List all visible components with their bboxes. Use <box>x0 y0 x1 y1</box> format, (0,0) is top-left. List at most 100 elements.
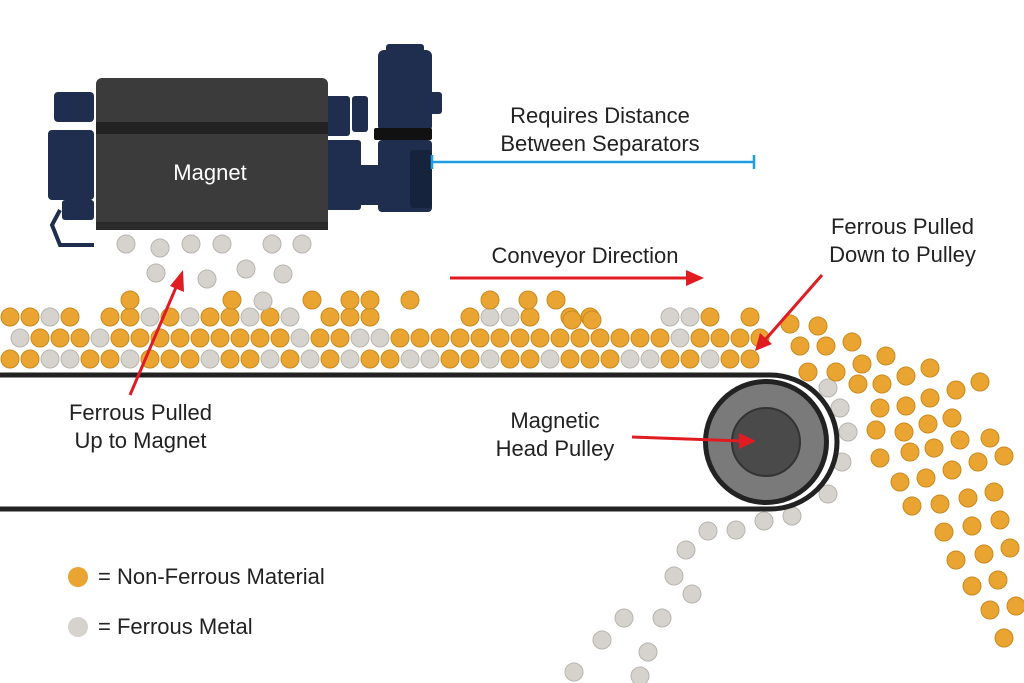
ferrous-particle <box>726 520 746 540</box>
non-ferrous-particle <box>980 428 1000 448</box>
non-ferrous-particle <box>490 328 510 348</box>
ferrous-particle <box>614 608 634 628</box>
legend-non-ferrous: = Non-Ferrous Material <box>68 562 325 592</box>
conveyor-belt <box>0 372 840 512</box>
non-ferrous-particle <box>360 290 380 310</box>
ferrous-particle <box>197 269 217 289</box>
non-ferrous-particle <box>924 438 944 458</box>
ferrous-particle <box>540 349 560 369</box>
non-ferrous-particle <box>70 328 90 348</box>
non-ferrous-particle <box>950 430 970 450</box>
non-ferrous-particle <box>480 290 500 310</box>
non-ferrous-particle <box>200 307 220 327</box>
non-ferrous-particle <box>896 366 916 386</box>
ferrous-particle <box>90 328 110 348</box>
non-ferrous-particle <box>710 328 730 348</box>
non-ferrous-particle <box>870 448 890 468</box>
non-ferrous-particle <box>460 349 480 369</box>
non-ferrous-particle <box>270 328 290 348</box>
non-ferrous-particle <box>360 307 380 327</box>
non-ferrous-particle <box>410 328 430 348</box>
non-ferrous-particle <box>120 307 140 327</box>
non-ferrous-particle <box>842 332 862 352</box>
ferrous-particle <box>640 349 660 369</box>
ferrous-particle <box>480 349 500 369</box>
non-ferrous-particle <box>826 362 846 382</box>
ferrous-particle <box>200 349 220 369</box>
non-ferrous-particle <box>470 328 490 348</box>
non-ferrous-particle <box>896 396 916 416</box>
distance-indicator <box>430 155 756 169</box>
non-ferrous-particle <box>0 349 20 369</box>
non-ferrous-particle <box>80 349 100 369</box>
distance-label: Requires Distance Between Separators <box>500 103 700 156</box>
non-ferrous-particle <box>280 349 300 369</box>
non-ferrous-particle <box>320 349 340 369</box>
ferrous-particle <box>260 349 280 369</box>
non-ferrous-particle <box>872 374 892 394</box>
ferrous-particle <box>818 378 838 398</box>
ferrous-particle <box>682 584 702 604</box>
non-ferrous-particle <box>958 488 978 508</box>
ferrous-particle <box>664 566 684 586</box>
non-ferrous-particle <box>0 307 20 327</box>
non-ferrous-particle <box>610 328 630 348</box>
non-ferrous-particle <box>798 362 818 382</box>
non-ferrous-particle <box>530 328 550 348</box>
ferrous-particle <box>818 484 838 504</box>
non-ferrous-particle <box>848 374 868 394</box>
non-ferrous-particle <box>580 349 600 369</box>
ferrous-particle <box>180 307 200 327</box>
non-ferrous-particle <box>390 328 410 348</box>
non-ferrous-particle <box>740 349 760 369</box>
non-ferrous-particle <box>500 349 520 369</box>
non-ferrous-particle <box>866 420 886 440</box>
ferrous-particle <box>592 630 612 650</box>
non-ferrous-swatch <box>68 567 88 587</box>
non-ferrous-particle <box>260 307 280 327</box>
non-ferrous-particle <box>220 349 240 369</box>
non-ferrous-particle <box>942 408 962 428</box>
ferrous-up-label: Ferrous Pulled Up to Magnet <box>68 400 213 453</box>
ferrous-particle <box>400 349 420 369</box>
non-ferrous-particle <box>730 328 750 348</box>
non-ferrous-particle <box>518 290 538 310</box>
non-ferrous-particle <box>994 628 1014 648</box>
non-ferrous-particle <box>946 380 966 400</box>
non-ferrous-particle <box>1000 538 1020 558</box>
ferrous-particle <box>420 349 440 369</box>
non-ferrous-particle <box>100 349 120 369</box>
non-ferrous-particle <box>990 510 1010 530</box>
non-ferrous-particle <box>320 307 340 327</box>
non-ferrous-particle <box>890 472 910 492</box>
ferrous-particle <box>370 328 390 348</box>
non-ferrous-particle <box>120 290 140 310</box>
ferrous-particle <box>630 666 650 683</box>
ferrous-particle <box>40 349 60 369</box>
non-ferrous-particle <box>250 328 270 348</box>
ferrous-particle <box>116 234 136 254</box>
motor-icon <box>48 44 442 247</box>
ferrous-particle <box>700 349 720 369</box>
non-ferrous-particle <box>942 460 962 480</box>
ferrous-particle <box>181 234 201 254</box>
annotation-arrows <box>128 270 824 449</box>
ferrous-particle <box>500 307 520 327</box>
head-pulley-arrow <box>631 433 756 449</box>
non-ferrous-particle <box>190 328 210 348</box>
non-ferrous-particle <box>50 328 70 348</box>
ferrous-particle <box>10 328 30 348</box>
non-ferrous-particle <box>210 328 230 348</box>
non-ferrous-particle <box>562 310 582 330</box>
non-ferrous-particle <box>110 328 130 348</box>
ferrous-particle <box>680 307 700 327</box>
non-ferrous-particle <box>330 328 350 348</box>
ferrous-particle <box>150 238 170 258</box>
non-ferrous-particle <box>930 494 950 514</box>
non-ferrous-particle <box>180 349 200 369</box>
non-ferrous-particle <box>920 358 940 378</box>
ferrous-particle <box>60 349 80 369</box>
ferrous-particle <box>212 234 232 254</box>
ferrous-particle <box>698 521 718 541</box>
